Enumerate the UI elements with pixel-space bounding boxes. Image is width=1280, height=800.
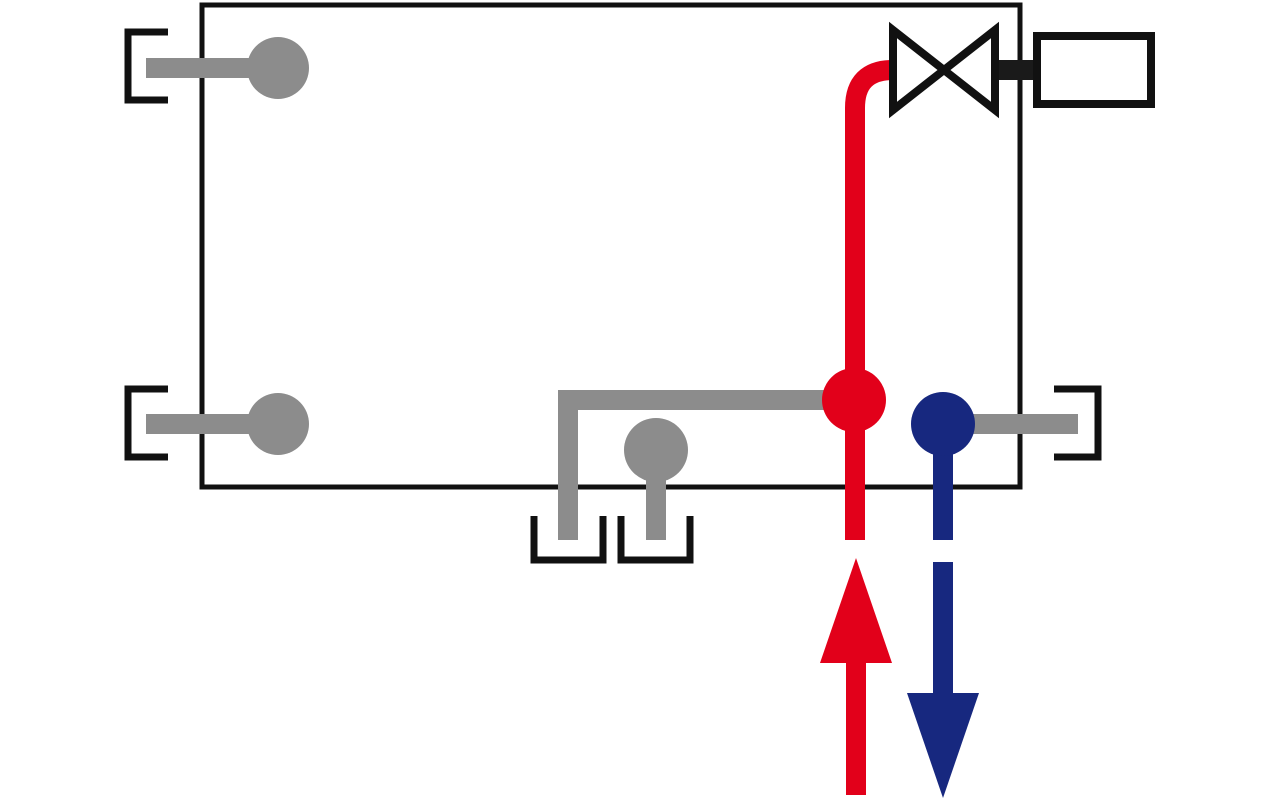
return-flow-arrow [907,562,979,798]
bottom-left-wall-bracket [124,385,309,461]
radiator-body [199,2,1023,490]
right-bracket-clamp [1054,385,1102,461]
top-left-bracket-clamp [124,28,168,104]
thermostatic-head [1033,32,1155,108]
supply-pipe-line [845,60,894,540]
floor-bracket-right-knob [624,418,688,482]
valve-symbol-icon [889,21,999,119]
return-connection-dot [911,392,975,456]
floor-bracket-left [530,390,854,564]
return-pipe [911,392,975,540]
bottom-left-bracket-clamp [124,385,168,461]
top-left-wall-bracket [124,28,309,104]
return-arrowhead-down-icon [907,693,979,798]
floor-bracket-right-clamp [617,516,694,564]
supply-flow-arrow [820,558,892,795]
floor-bracket-right [617,418,694,564]
thermostatic-valve [889,21,1037,119]
supply-connection-dot [822,368,886,432]
bottom-left-bracket-knob [247,393,309,455]
top-left-bracket-knob [247,37,309,99]
floor-bracket-left-clamp [530,516,607,564]
supply-arrowhead-up-icon [820,558,892,663]
floor-bracket-left-rail [558,390,854,540]
supply-pipe [822,60,894,540]
